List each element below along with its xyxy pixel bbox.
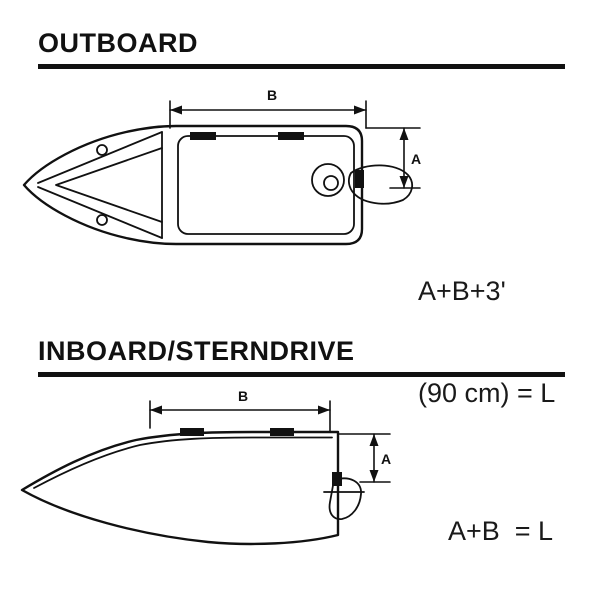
cockpit — [177, 135, 355, 235]
outboard-rule — [38, 64, 565, 69]
deck-hatch-1 — [190, 132, 216, 140]
dim-b: B — [169, 87, 367, 129]
dim-b-label: B — [238, 388, 248, 404]
dim-b-label: B — [267, 87, 277, 103]
motor-hub — [323, 175, 339, 191]
inboard-boat-diagram: B A — [20, 388, 391, 546]
dim-a-label: A — [411, 151, 421, 167]
boat-hull-side — [20, 430, 340, 546]
deck-hatch-2 — [278, 132, 304, 140]
dim-a: A — [365, 127, 421, 189]
deck-hatch-1 — [180, 428, 204, 436]
dim-a-label: A — [381, 451, 391, 467]
dim-a: A — [337, 433, 391, 483]
motor-flywheel — [311, 163, 345, 197]
bow-cleat-bottom — [96, 214, 108, 226]
inboard-rule — [38, 372, 565, 377]
dim-b: B — [149, 388, 331, 433]
outboard-formula-line1: A+B+3' — [418, 276, 506, 306]
sterndrive-pod — [328, 477, 362, 520]
outboard-boat-diagram: B A — [22, 87, 421, 246]
transom-mount — [355, 170, 364, 188]
outboard-formula: A+B+3' (90 cm) = L — [418, 206, 555, 478]
outboard-formula-line2: (90 cm) = L — [418, 378, 556, 408]
deck-hatch-2 — [270, 428, 294, 436]
inboard-formula: A+B = L — [448, 516, 554, 546]
outboard-title: OUTBOARD — [38, 28, 198, 58]
bow-deck-seams — [37, 131, 163, 239]
outboard-motor-cowl — [347, 164, 414, 205]
inboard-title: INBOARD/STERNDRIVE — [38, 336, 355, 366]
boat-hull — [22, 124, 364, 246]
deck-sheer-line — [33, 436, 333, 489]
bow-cleat-top — [96, 144, 108, 156]
